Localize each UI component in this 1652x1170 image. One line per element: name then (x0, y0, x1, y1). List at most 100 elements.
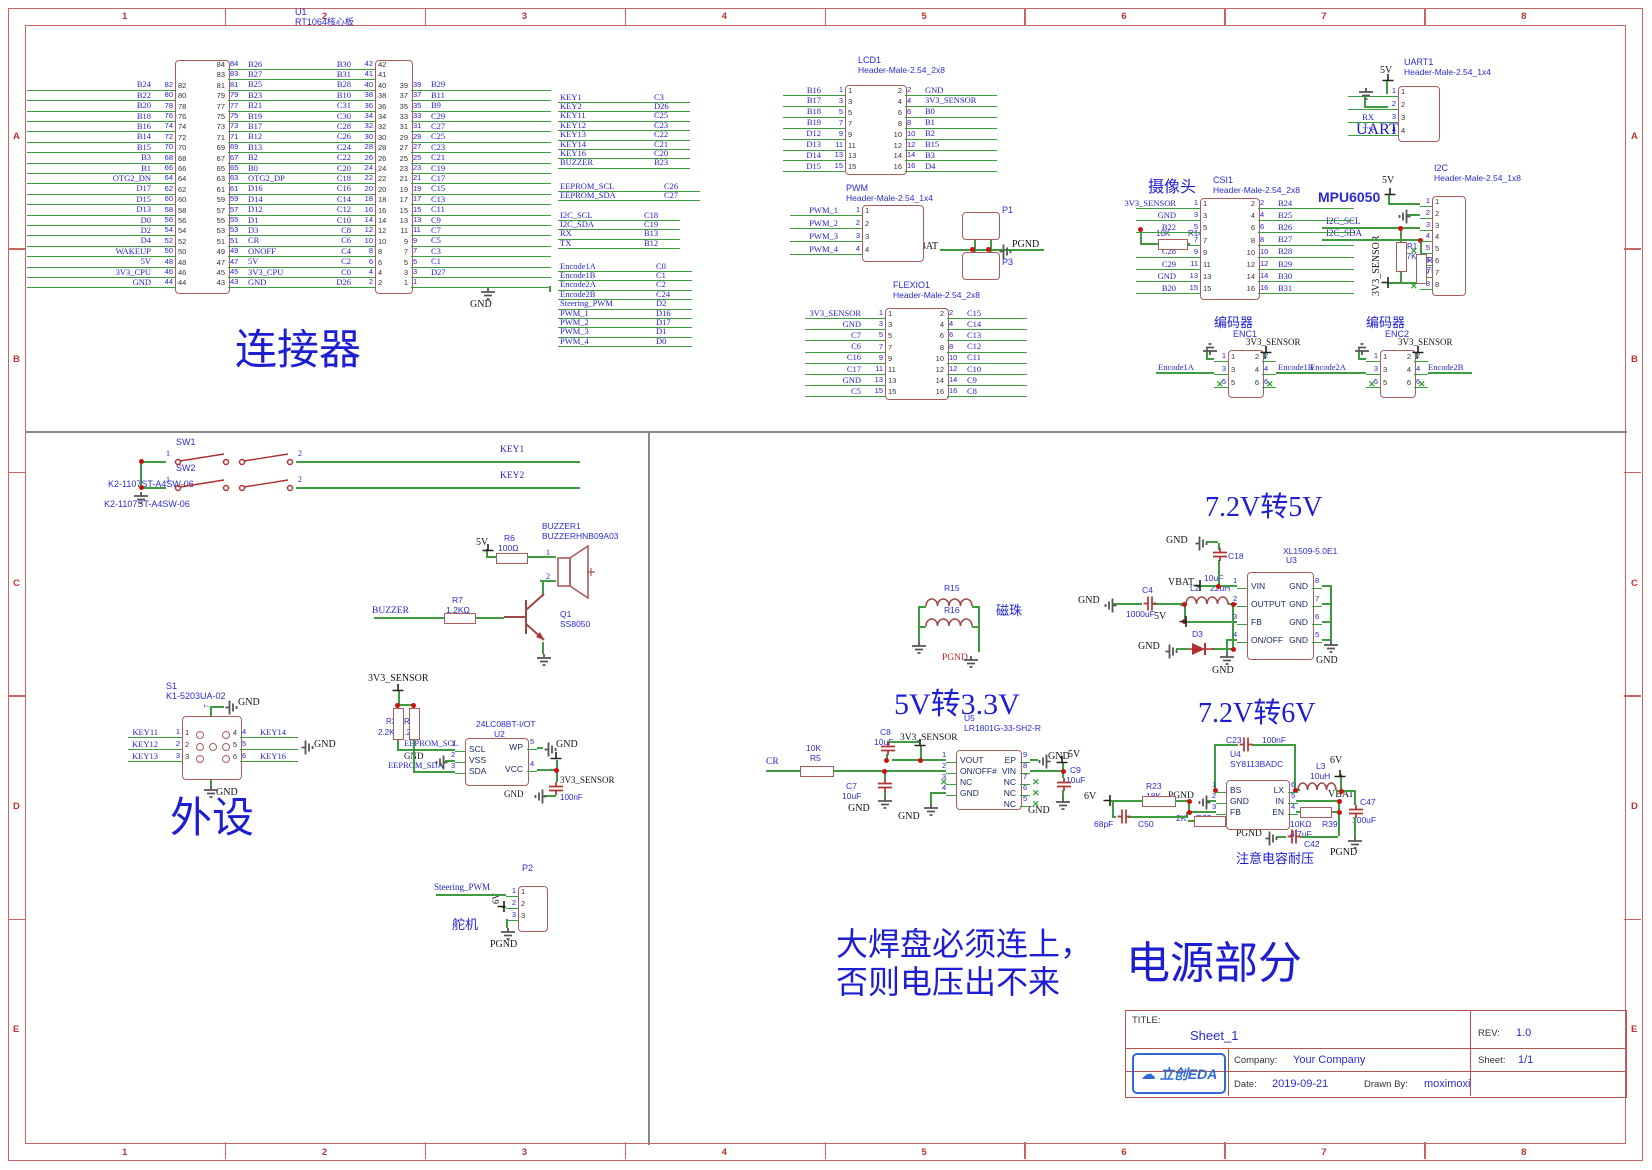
connector-CSI1[interactable] (1200, 198, 1260, 300)
pin-number: 12 (364, 225, 373, 235)
pin-number-inside: 8 (1435, 279, 1440, 289)
net-label: GND (132, 276, 151, 287)
resistor[interactable] (1158, 239, 1188, 250)
pin-number: 8 (368, 246, 373, 256)
pin-number-inside: 2 (865, 219, 870, 228)
pin-number: 18 (364, 194, 373, 204)
pin-wire (1237, 578, 1247, 589)
resistor[interactable] (1142, 796, 1176, 807)
pin-name: GND (1289, 617, 1308, 627)
capacitor[interactable] (877, 779, 893, 792)
pin-number: 3 (1221, 364, 1226, 373)
inductor[interactable] (1297, 780, 1337, 794)
net-label: Encode1A (1158, 362, 1194, 372)
connector-I2C[interactable] (1432, 196, 1466, 296)
pin-number-inside: 6 (1435, 256, 1440, 265)
ic-U2[interactable] (465, 738, 529, 786)
resistor[interactable] (1396, 242, 1407, 272)
pin-number: 48 (164, 256, 173, 266)
capacitor[interactable] (1239, 737, 1253, 753)
border-tick (1424, 8, 1426, 25)
transistor[interactable] (504, 588, 548, 648)
pin-wire: 1 (1214, 351, 1228, 362)
connector-U1A[interactable] (175, 60, 230, 294)
wire (930, 794, 932, 804)
net-label: C11 (967, 352, 981, 363)
gnd-symbol (534, 789, 547, 804)
switch[interactable] (166, 478, 302, 494)
resistor[interactable] (444, 613, 476, 624)
resistor[interactable] (496, 553, 528, 564)
section-title: 舵机 (452, 917, 479, 932)
easyeda-logo: ☁ 立创EDA (1132, 1053, 1226, 1094)
resistor[interactable] (1416, 254, 1427, 284)
net-pin-label: B12 (644, 237, 659, 248)
capacitor[interactable] (1287, 829, 1301, 845)
pin-number-inside: 10 (935, 353, 944, 363)
resistor[interactable] (1194, 816, 1226, 827)
connector-ENC2[interactable] (1380, 350, 1416, 398)
wire (537, 747, 543, 749)
wire (212, 706, 224, 708)
ref-label: BUZZER1 (542, 521, 581, 531)
inductor[interactable] (925, 616, 973, 630)
border-col-label: 5 (921, 1147, 927, 1158)
ic-U3[interactable] (1247, 572, 1314, 660)
capacitor[interactable] (1117, 809, 1131, 825)
resistor[interactable] (800, 766, 834, 777)
connector-LCD1[interactable] (845, 85, 907, 175)
switch[interactable] (166, 452, 302, 468)
inductor[interactable] (925, 596, 973, 610)
pin-number-inside: 82 (178, 80, 187, 90)
speaker-icon[interactable] (556, 544, 596, 602)
capacitor[interactable] (1056, 778, 1072, 791)
rev-value: 1.0 (1516, 1027, 1532, 1039)
pin-number: 12 (907, 139, 916, 149)
ic-U4[interactable] (1226, 780, 1290, 830)
connector-box[interactable] (962, 252, 1000, 280)
wire (1252, 744, 1296, 746)
capacitor[interactable] (1212, 548, 1228, 561)
pin-name: EN (1272, 807, 1284, 817)
net-label: D12 (248, 204, 263, 215)
connector-UART1[interactable] (1398, 86, 1440, 142)
border-col-label: 5 (921, 11, 927, 22)
date-value: 2019-09-21 (1272, 1078, 1329, 1090)
pin-number: 62 (164, 183, 173, 193)
pin-number-inside: 1 (888, 309, 893, 318)
connector-ENC1[interactable] (1228, 350, 1264, 398)
wire (1184, 604, 1186, 622)
pin-number: 39 (413, 79, 422, 89)
pin-wire (1237, 614, 1247, 625)
diode[interactable] (1188, 642, 1214, 656)
section-title: 大焊盘必须连上， (836, 926, 1093, 962)
connector-PWM[interactable] (862, 205, 924, 262)
power-flag (1384, 188, 1396, 196)
capacitor[interactable] (1143, 596, 1157, 612)
pin-number-inside: 12 (935, 365, 944, 374)
net-label: C9 (967, 374, 977, 385)
wire (1206, 348, 1208, 359)
capacitor[interactable] (1348, 805, 1364, 818)
pin-number-inside: 66 (178, 164, 187, 173)
capacitor[interactable] (548, 782, 564, 795)
net-label: D1 (248, 214, 259, 225)
connector-U1B[interactable] (375, 60, 413, 294)
wire (397, 738, 399, 751)
capacitor[interactable] (880, 742, 896, 755)
connector-P2[interactable] (518, 886, 548, 932)
border-tick (224, 1142, 227, 1159)
ic-U5[interactable] (956, 750, 1022, 810)
resistor[interactable] (1300, 807, 1332, 818)
resistor[interactable] (393, 708, 404, 740)
connector-FLEXIO1[interactable] (885, 308, 949, 400)
inductor[interactable] (1185, 594, 1229, 608)
resistor[interactable] (409, 708, 420, 740)
connector-box[interactable] (962, 212, 1000, 240)
